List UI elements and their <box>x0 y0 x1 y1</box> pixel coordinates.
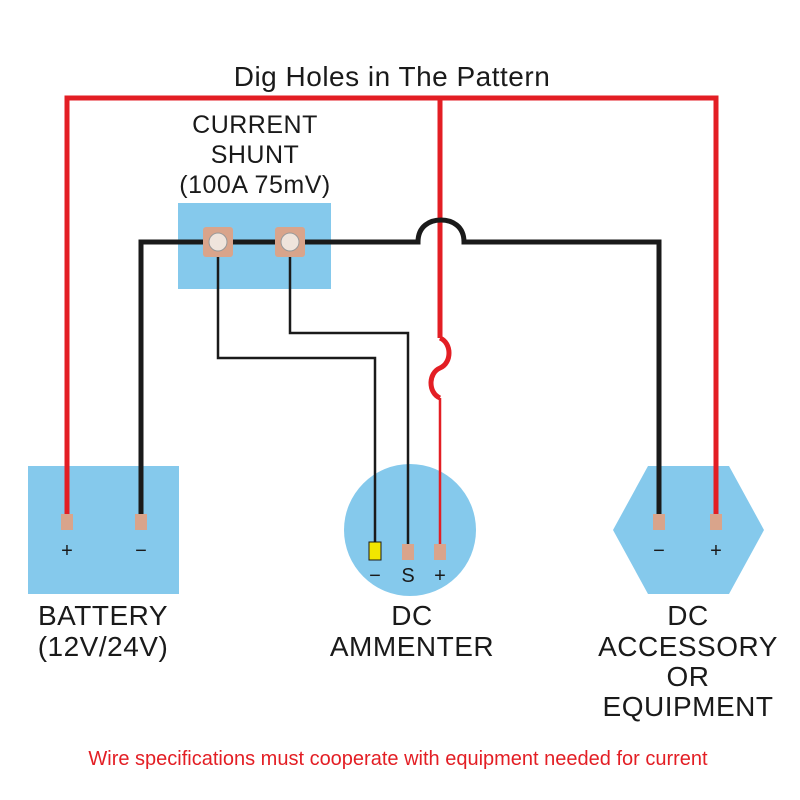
battery-terminal-negative <box>135 514 147 530</box>
ammeter-terminal-negative <box>368 541 382 561</box>
ammeter-label-line2: AMMENTER <box>330 631 494 662</box>
ammeter-minus-symbol: − <box>369 565 381 587</box>
fuse-symbol <box>428 335 452 401</box>
wire-spec-note: Wire specifications must cooperate with … <box>88 748 708 770</box>
shunt-bolt-right <box>280 232 300 252</box>
shunt-label-line2: SHUNT <box>211 141 300 169</box>
battery-negative-wire <box>138 239 218 518</box>
ammeter-body <box>344 464 476 596</box>
equipment-label-line1: DC <box>667 600 708 631</box>
battery-plus-symbol: + <box>61 540 73 562</box>
ammeter-plus-symbol: + <box>434 565 446 587</box>
equipment-negative-wire <box>290 217 662 518</box>
equipment-minus-symbol: − <box>653 540 665 562</box>
equipment-body <box>613 466 764 594</box>
equipment-terminal-negative <box>653 514 665 530</box>
ammeter-terminal-s <box>402 544 414 560</box>
shunt-label-line1: CURRENT <box>192 111 318 139</box>
equipment-terminal-positive <box>710 514 722 530</box>
ammeter-label-line1: DC <box>391 600 432 631</box>
ammeter-terminal-positive <box>434 544 446 560</box>
battery-terminal-positive <box>61 514 73 530</box>
equipment-label-line4: EQUIPMENT <box>603 691 774 722</box>
ammeter-s-symbol: S <box>401 565 414 587</box>
shunt-body <box>178 203 331 289</box>
battery-label-line2: (12V/24V) <box>38 631 169 662</box>
diagram-title: Dig Holes in The Pattern <box>234 61 551 92</box>
battery-body <box>28 466 179 594</box>
battery-label-line1: BATTERY <box>38 600 168 631</box>
ammeter-negative-sense-wire <box>216 242 377 548</box>
equipment-plus-symbol: + <box>710 540 722 562</box>
positive-main-wire <box>64 95 719 518</box>
equipment-label-line2: ACCESSORY <box>598 631 778 662</box>
battery-minus-symbol: − <box>135 540 147 562</box>
equipment-label-line3: OR <box>667 661 710 692</box>
shunt-bolt-left <box>208 232 228 252</box>
ammeter-s-sense-wire <box>288 242 410 548</box>
shunt-label-line3: (100A 75mV) <box>179 171 330 199</box>
